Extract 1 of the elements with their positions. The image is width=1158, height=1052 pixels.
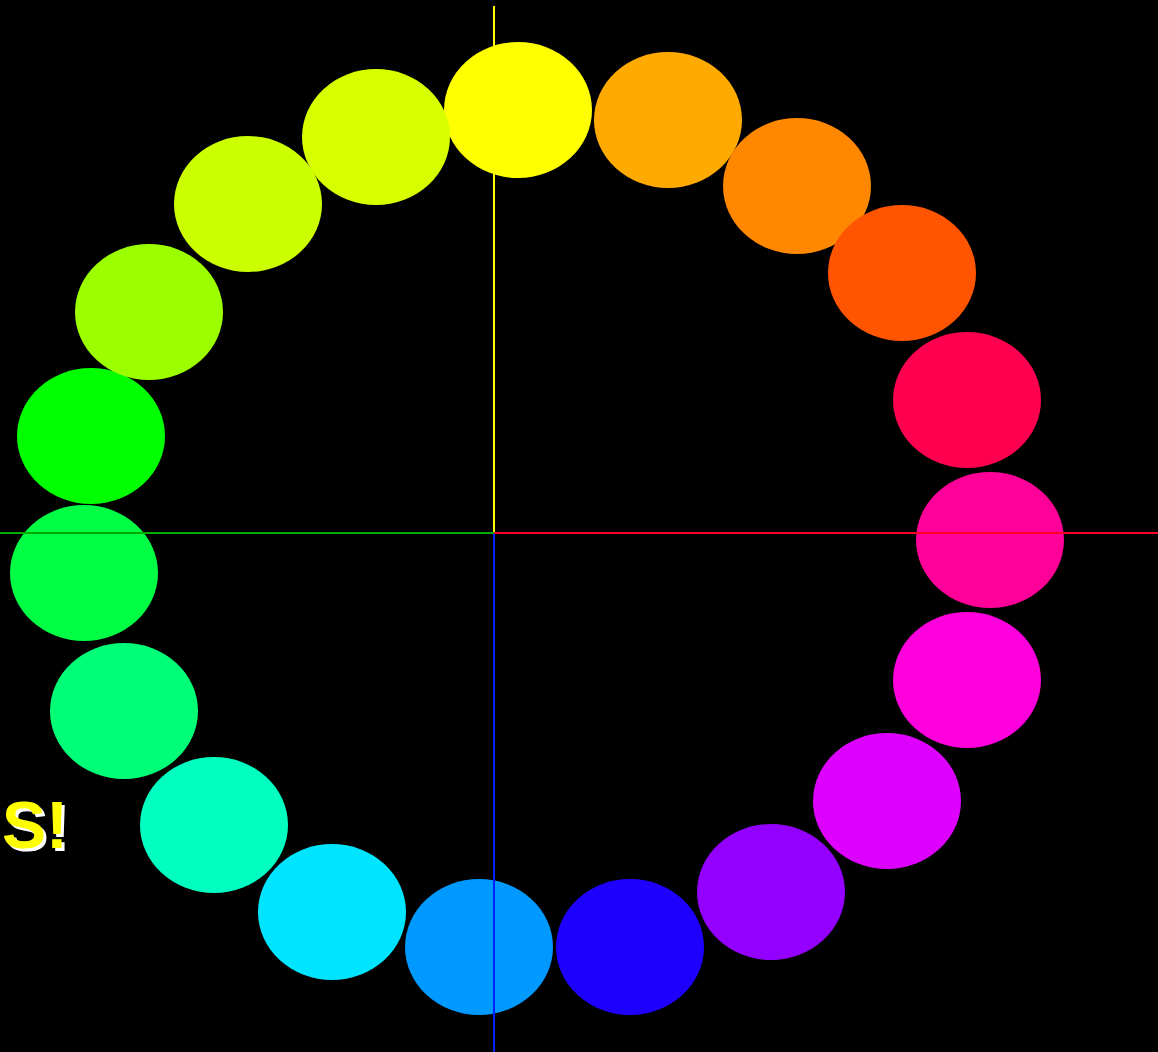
slogan-text: S! xyxy=(2,792,68,858)
